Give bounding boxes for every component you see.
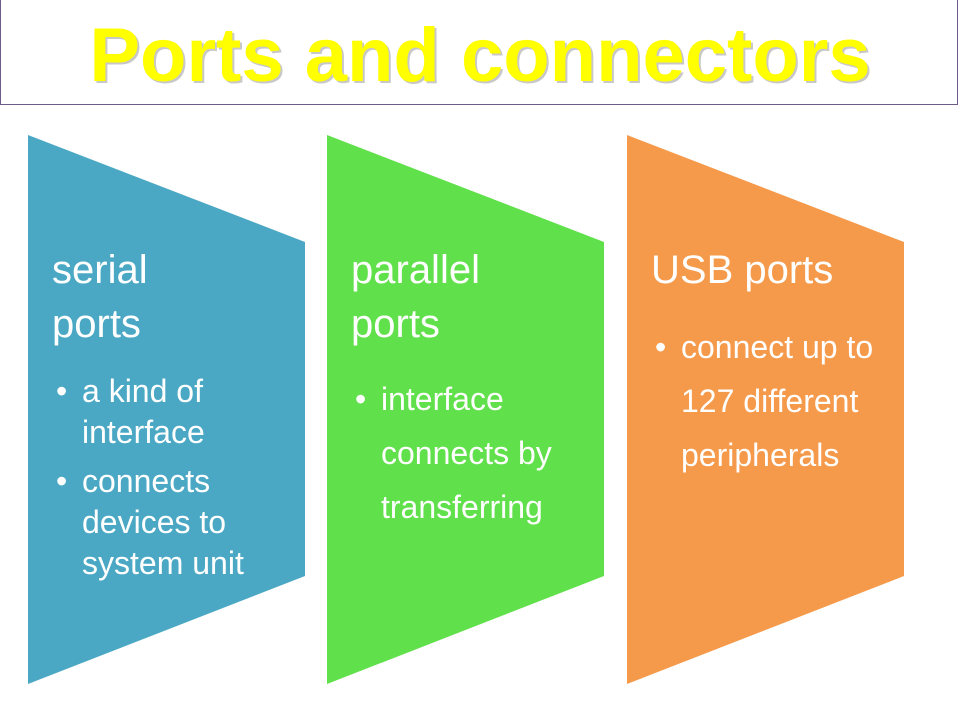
bullet-item: interface connects by transferring bbox=[351, 372, 606, 534]
heading-line: serial bbox=[52, 248, 148, 292]
panel-heading: serial ports bbox=[52, 243, 302, 351]
heading-line: USB ports bbox=[651, 248, 834, 292]
panel-serial-ports: serial ports a kind of interface connect… bbox=[28, 135, 305, 684]
bullet-list: connect up to 127 different peripherals bbox=[651, 320, 906, 482]
panel-heading: parallel ports bbox=[351, 243, 601, 351]
panel-usb-ports: USB ports connect up to 127 different pe… bbox=[627, 135, 904, 684]
bullet-list: interface connects by transferring bbox=[351, 372, 606, 534]
panel-parallel-ports: parallel ports interface connects by tra… bbox=[327, 135, 604, 684]
panel-heading: USB ports bbox=[651, 243, 901, 297]
bullet-item: a kind of interface bbox=[52, 371, 307, 453]
bullet-list: a kind of interface connects devices to … bbox=[52, 371, 307, 592]
title-box bbox=[0, 0, 958, 105]
heading-line: ports bbox=[52, 302, 141, 346]
heading-line: ports bbox=[351, 302, 440, 346]
slide-title: Ports and connectors bbox=[89, 13, 871, 98]
heading-line: parallel bbox=[351, 248, 480, 292]
bullet-item: connects devices to system unit bbox=[52, 461, 307, 584]
bullet-item: connect up to 127 different peripherals bbox=[651, 320, 906, 482]
